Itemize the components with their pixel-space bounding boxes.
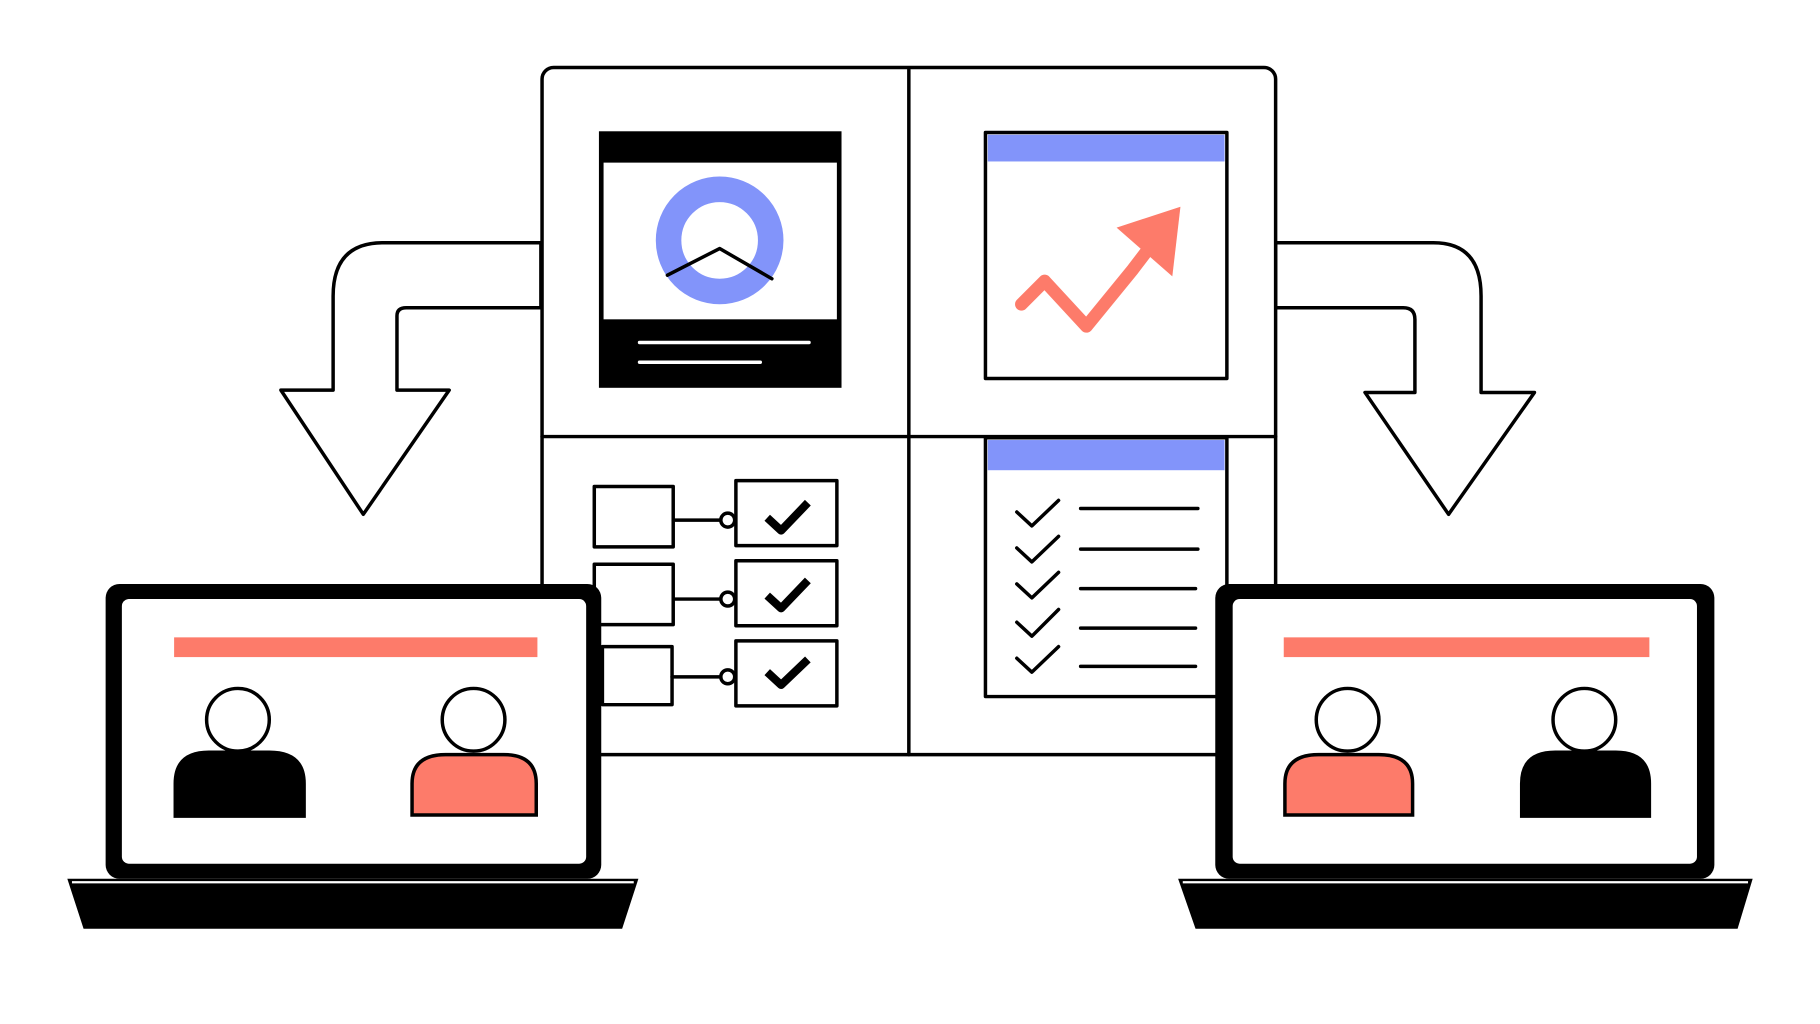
check-icon [764,499,811,535]
trend-line [1015,234,1162,333]
checklist-card [983,435,1229,699]
laptop-left [67,583,639,929]
donut-chart-card [598,131,842,388]
user-avatar-icon [1283,686,1415,817]
trend-chart-card [983,130,1229,381]
curved-arrow-right-icon [1273,240,1537,517]
check-icon [764,656,811,690]
laptop-right [1178,583,1753,929]
check-icon [764,577,811,613]
trend-arrow-head-icon [1116,206,1181,277]
curved-arrow-left-icon [279,240,543,517]
donut-chart-icon [655,176,784,305]
user-avatar-icon [410,686,538,817]
flowchart [592,478,839,708]
user-avatar-icon [1519,686,1652,818]
user-avatar-icon [173,686,306,818]
